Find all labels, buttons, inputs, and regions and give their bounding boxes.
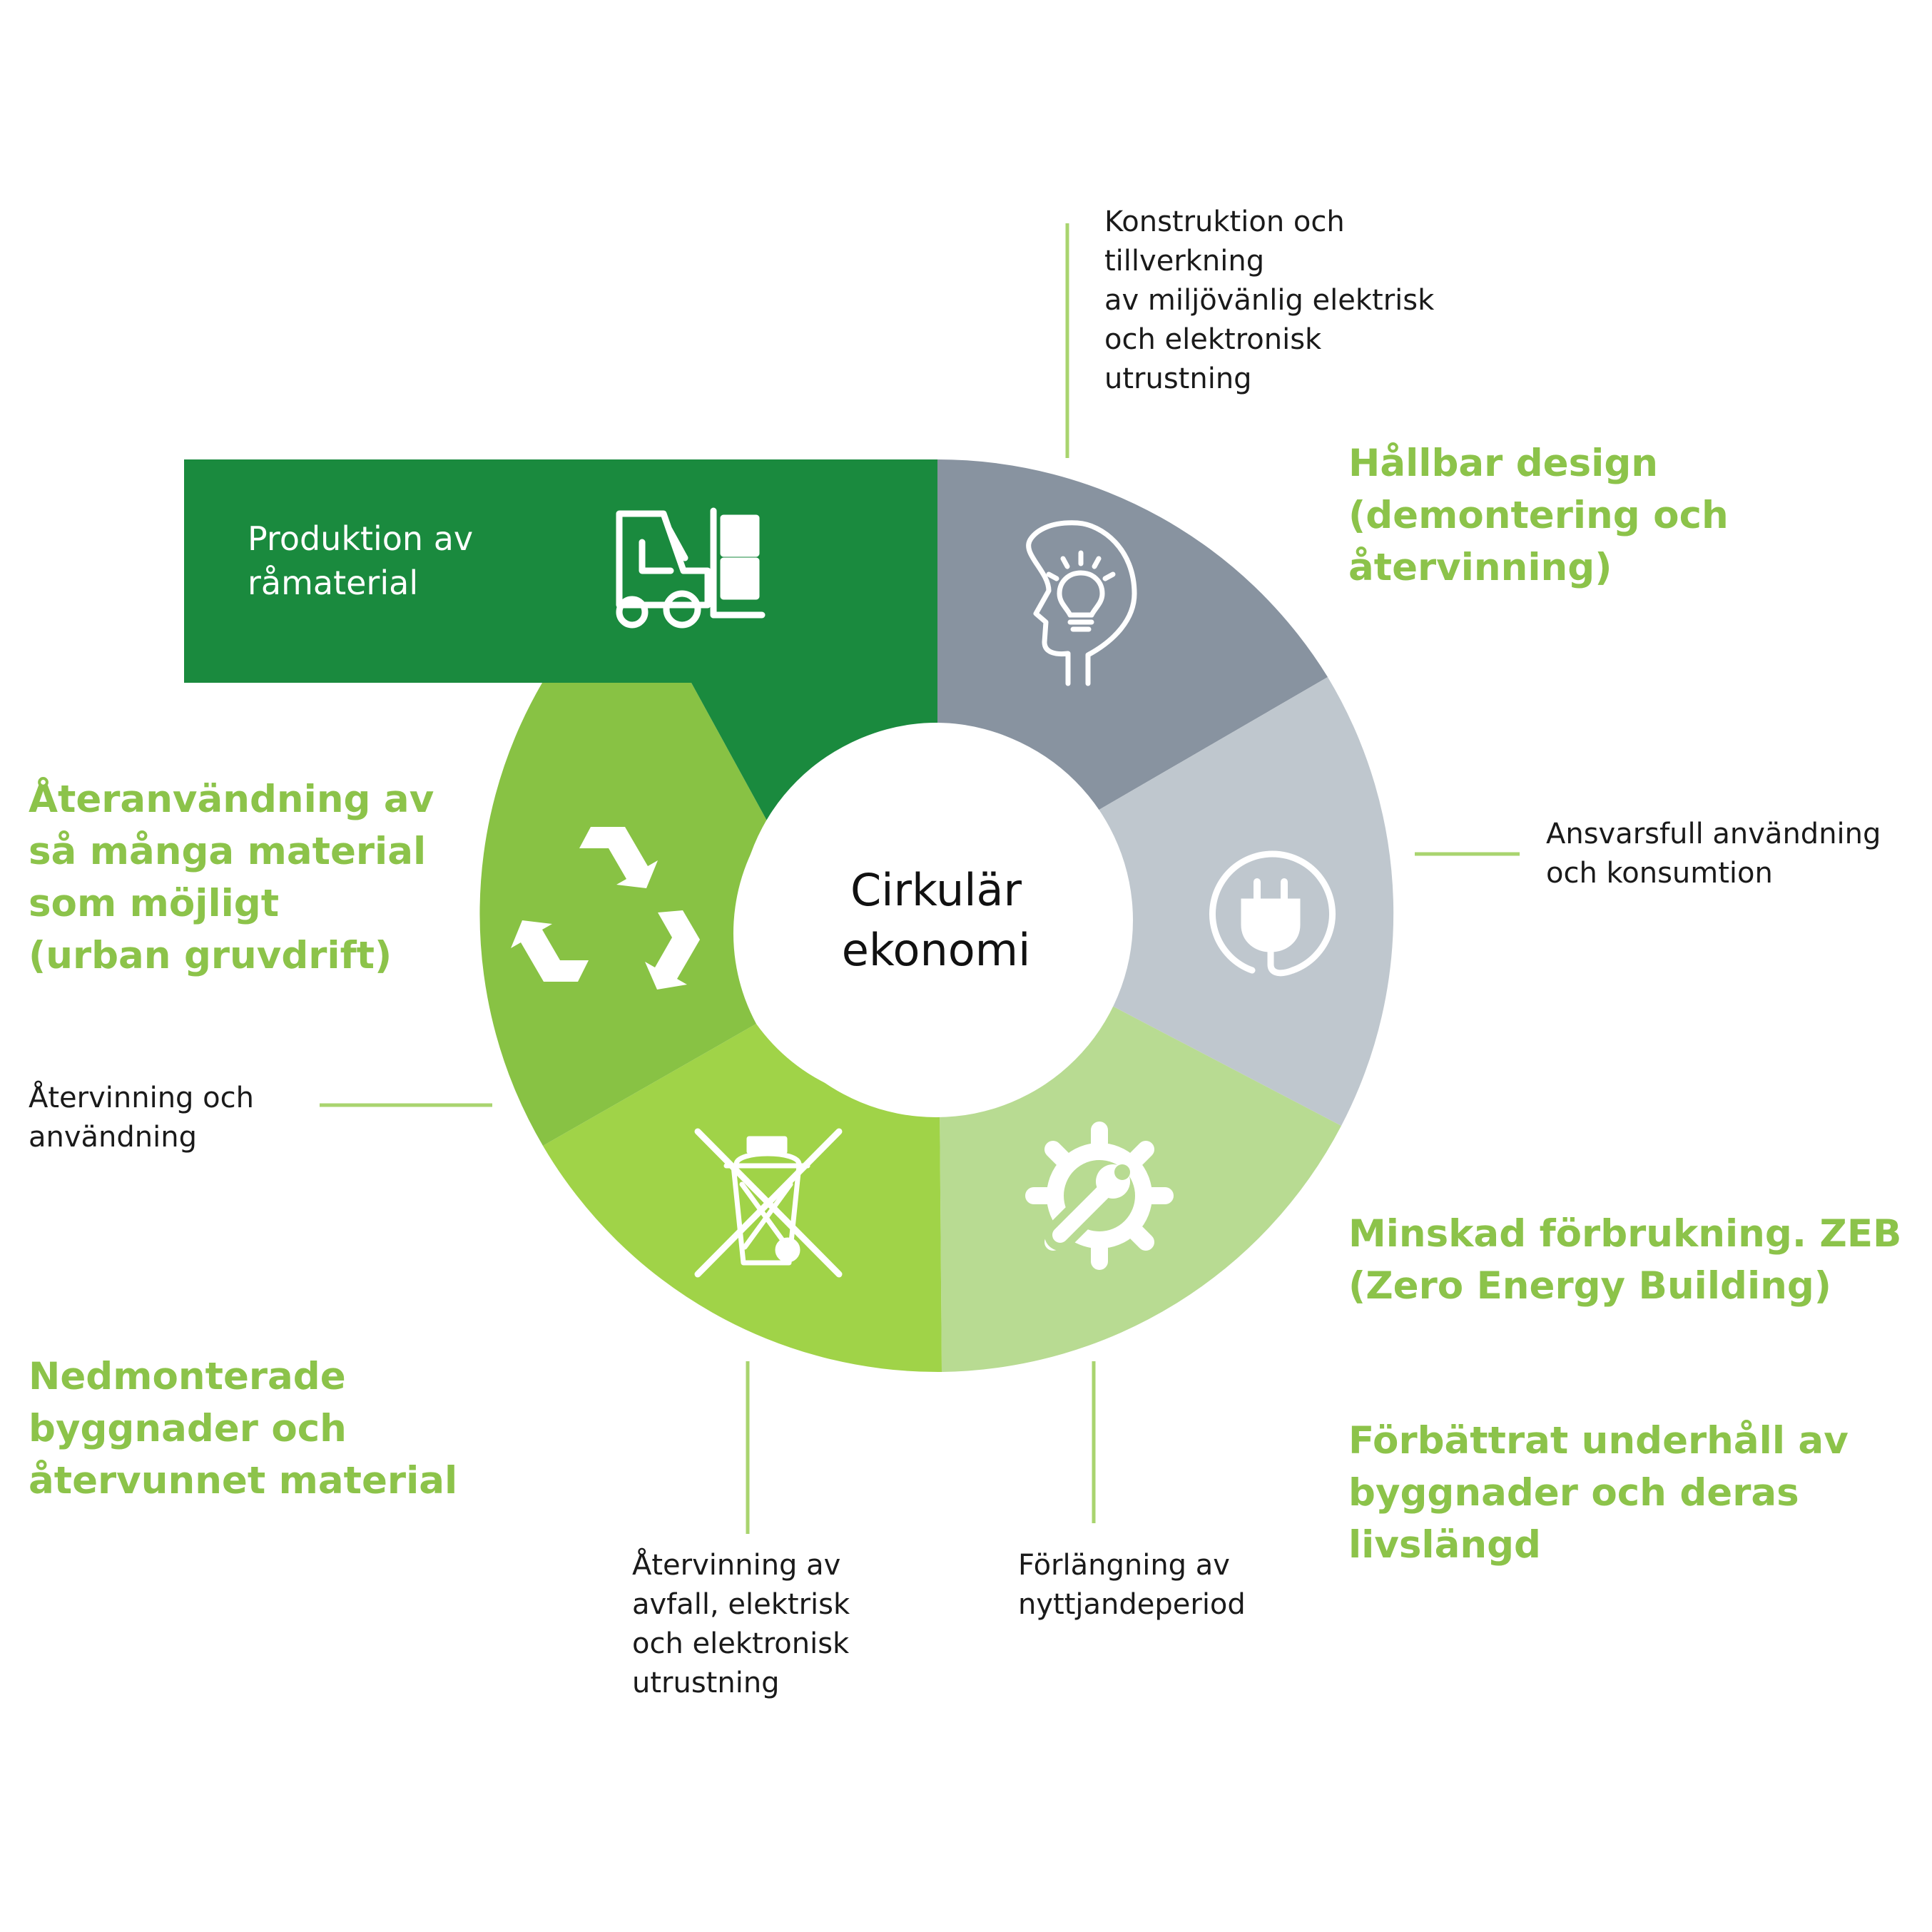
- forklift-icon: [616, 507, 766, 629]
- annotation-bottom-right: Förlängning av nyttjandeperiod: [1018, 1549, 1246, 1621]
- recycle-icon: [511, 827, 700, 990]
- segment-reuse: [479, 683, 768, 1146]
- center-circle: [739, 723, 1133, 1117]
- segment-design: [937, 459, 1328, 811]
- highlight-minskad-forbrukning: Minskad förbrukning. ZEB (Zero Energy Bu…: [1348, 1212, 1902, 1308]
- ring: [184, 459, 1394, 1373]
- center-label: Cirkulär ekonomi: [841, 864, 1031, 976]
- head-lightbulb-icon: [1026, 520, 1137, 686]
- annotation-top-right: Konstruktion och tillverkning av miljövä…: [1104, 205, 1435, 395]
- segment-weee: [543, 1024, 942, 1373]
- annotation-bottom-center: Återvinning av avfall, elektrisk och ele…: [632, 1549, 850, 1699]
- production-tile-label: Produktion av råmaterial: [248, 519, 474, 602]
- power-plug-icon: [1209, 850, 1336, 977]
- crossed-out-bin-icon: [694, 1128, 843, 1278]
- annotation-left: Återvinning och användning: [29, 1082, 254, 1154]
- highlight-nedmonterade-byggnader: Nedmonterade byggnader och återvunnet ma…: [29, 1355, 458, 1503]
- annotation-right: Ansvarsfull användning och konsumtion: [1546, 818, 1881, 890]
- highlight-hallbar-design: Hållbar design (demontering och återvinn…: [1348, 442, 1729, 589]
- leader-lines: [320, 223, 1520, 1534]
- highlight-ateranvandning: Återanvändning av så många material som …: [29, 778, 434, 977]
- gear-wrench-icon: [1025, 1122, 1174, 1270]
- highlight-forbattrat-underhall: Förbättrat underhåll av byggnader och de…: [1348, 1419, 1849, 1567]
